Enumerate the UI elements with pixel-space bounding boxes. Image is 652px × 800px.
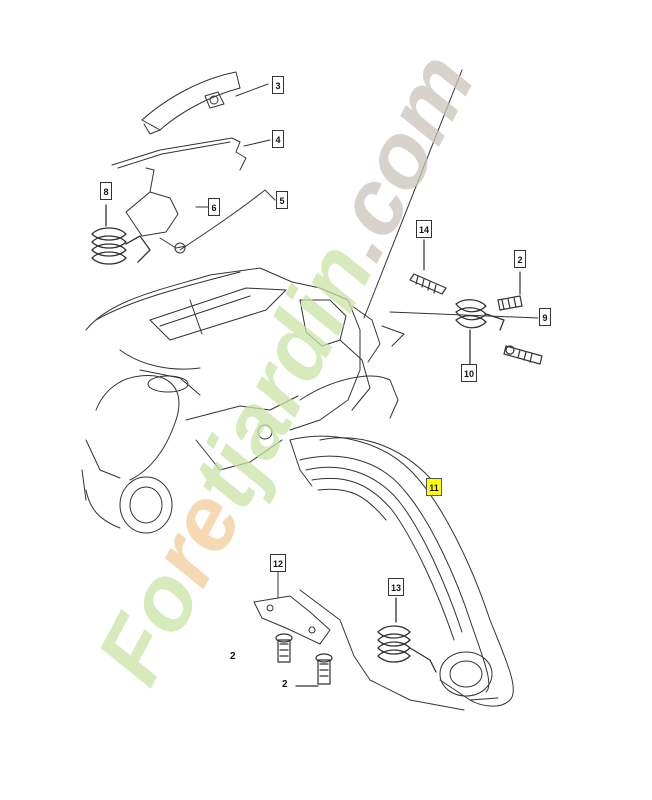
pin-part-14 xyxy=(409,239,447,295)
callout-3: 3 xyxy=(272,76,284,94)
leader-line-top xyxy=(363,69,463,319)
callout-14: 14 xyxy=(416,220,432,238)
cable-part-5 xyxy=(179,189,276,251)
spring-part-13 xyxy=(377,597,437,673)
shaft-part-9 xyxy=(503,345,543,365)
callout-5: 5 xyxy=(276,191,288,209)
leader-part-9 xyxy=(389,311,539,319)
callout-13: 13 xyxy=(388,578,404,596)
screw-part-2-upper xyxy=(497,271,523,311)
label-2-bottom: 2 xyxy=(282,679,288,690)
spring-part-10 xyxy=(455,299,505,365)
trigger-part-6 xyxy=(125,167,209,254)
screw-part-2-lower-b xyxy=(295,653,333,687)
bracket-part-12 xyxy=(253,569,465,711)
callout-2-upper: 2 xyxy=(514,250,526,268)
callout-6: 6 xyxy=(208,198,220,216)
callout-11: 11 xyxy=(426,478,442,496)
label-2-left: 2 xyxy=(230,651,236,662)
callout-8: 8 xyxy=(100,182,112,200)
callout-10: 10 xyxy=(461,364,477,382)
front-handle-part-11 xyxy=(289,435,514,707)
screw-part-2-lower-a xyxy=(275,633,293,663)
spring-part-8 xyxy=(91,204,151,265)
lever-part-3 xyxy=(141,71,269,135)
rod-part-4 xyxy=(111,137,271,171)
callout-4: 4 xyxy=(272,130,284,148)
callout-9: 9 xyxy=(539,308,551,326)
callout-12: 12 xyxy=(270,554,286,572)
handle-housing xyxy=(81,267,405,534)
